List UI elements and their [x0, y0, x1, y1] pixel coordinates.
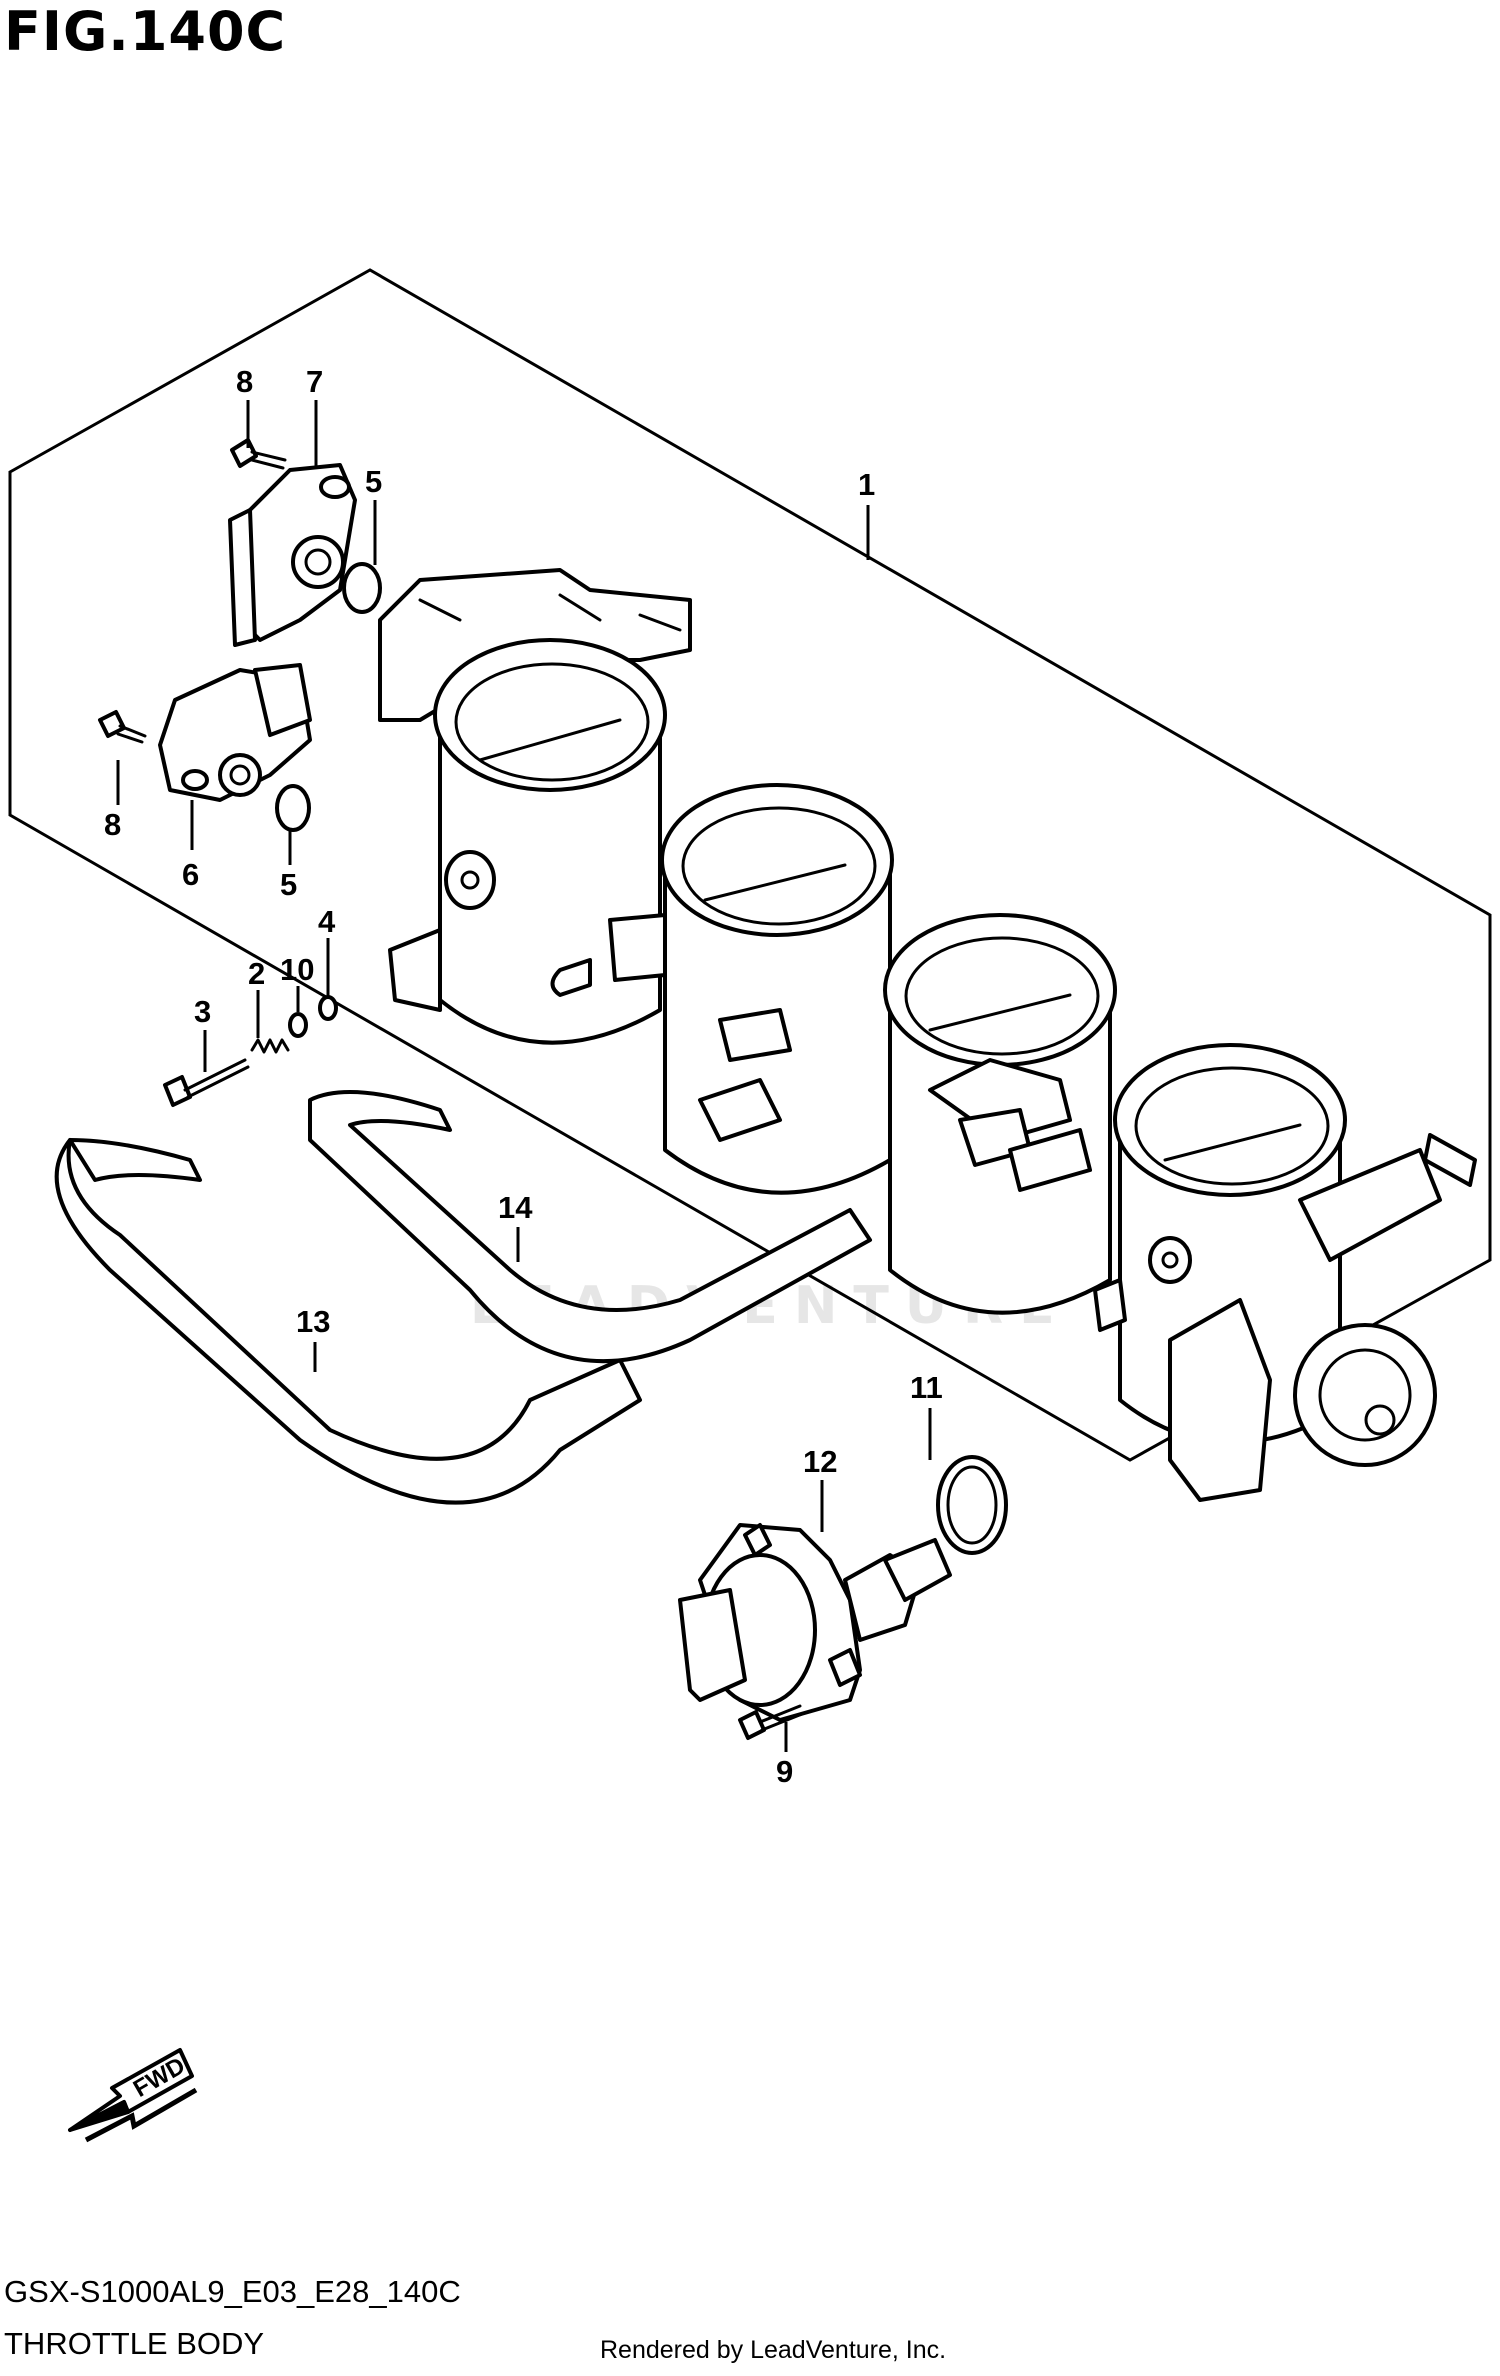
callout-8-upper: 8: [236, 364, 253, 399]
part-5-oring-lower: [275, 784, 311, 832]
callout-5-lower: 5: [280, 867, 297, 902]
callout-2: 2: [248, 956, 265, 991]
callout-14: 14: [498, 1190, 533, 1225]
callout-6: 6: [182, 857, 199, 892]
fwd-arrow-icon: FWD: [68, 2048, 198, 2143]
assembly-outline: [8, 268, 1492, 1462]
diagram-code: GSX-S1000AL9_E03_E28_140C: [4, 2274, 461, 2309]
throttle-body-assembly: [378, 568, 1477, 1502]
part-5-oring-upper: [342, 562, 382, 614]
part-13-hose: [54, 1138, 642, 1505]
callout-12: 12: [803, 1444, 837, 1479]
throttle-bore-1: [388, 638, 667, 1045]
callout-7: 7: [306, 364, 323, 399]
callout-8-lower: 8: [104, 807, 121, 842]
part-4-oring: [318, 995, 338, 1021]
diagram-description: THROTTLE BODY: [4, 2326, 265, 2361]
part-8-bolt-upper: [230, 438, 287, 470]
callout-3: 3: [194, 994, 211, 1029]
throttle-pulley: [1168, 1133, 1477, 1502]
part-3-screw: [163, 1058, 250, 1107]
part-6-sensor: [158, 663, 312, 802]
callout-1: 1: [858, 467, 875, 502]
part-9-screw: [738, 1704, 804, 1740]
callout-4: 4: [318, 904, 336, 939]
rendered-by-credit: Rendered by LeadVenture, Inc.: [600, 2336, 947, 2364]
callout-9: 9: [776, 1754, 793, 1789]
part-8-bolt-lower: [98, 710, 147, 744]
callout-10: 10: [280, 952, 314, 987]
part-10-washer: [288, 1012, 308, 1038]
callout-5-upper: 5: [365, 464, 382, 499]
callout-13: 13: [296, 1304, 330, 1339]
callout-11: 11: [910, 1370, 943, 1405]
part-14-hose: [308, 1090, 872, 1364]
part-7-sensor: [228, 463, 357, 647]
part-12-actuator: [678, 1523, 952, 1722]
figure-title: FIG.140C: [4, 0, 287, 63]
leader-lines: [116, 400, 932, 1752]
part-2-spring: [250, 1038, 290, 1054]
throttle-bore-2: [608, 783, 894, 1195]
